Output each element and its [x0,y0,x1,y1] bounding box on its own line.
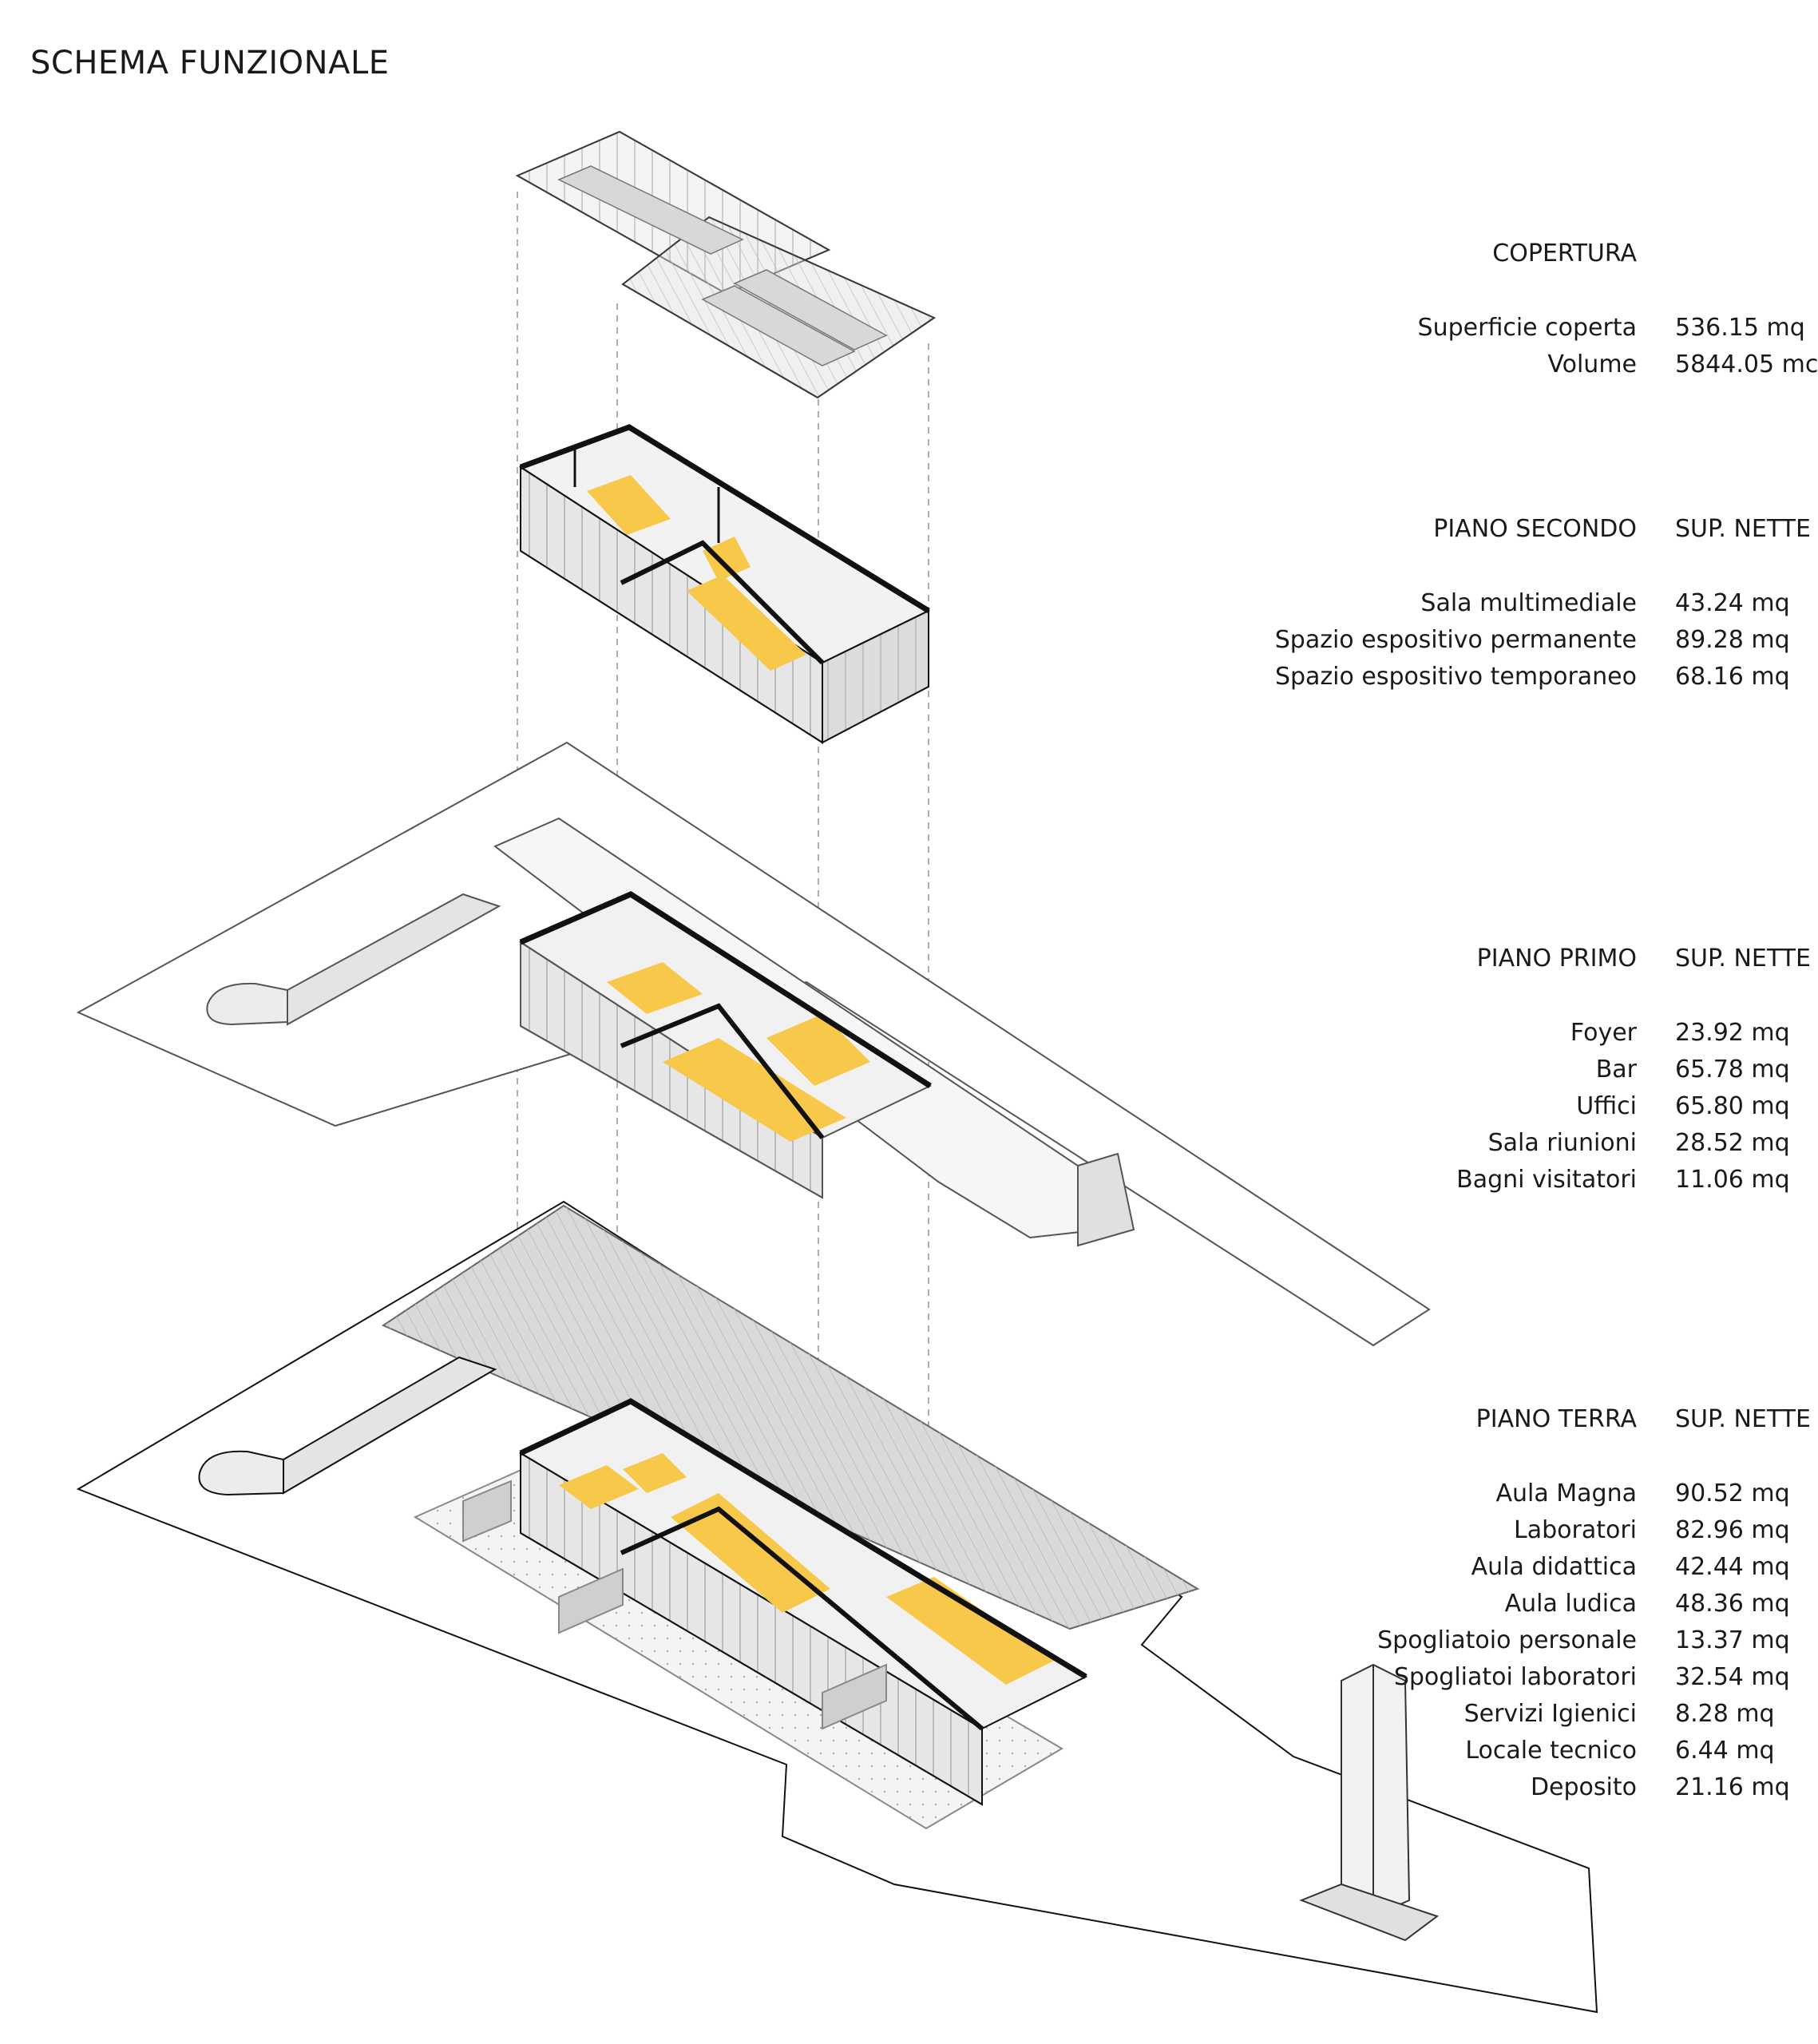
table-row: Aula Magna [1495,1480,1638,1507]
table-row: Sala riunioni [1487,1129,1637,1157]
table-row: Spazio espositivo temporaneo [1274,663,1637,691]
table-row: Uffici [1576,1092,1637,1120]
ground-floor-level [76,1200,1598,2014]
table-row: Sala multimediale [1420,589,1637,617]
table-row: Deposito [1530,1773,1637,1801]
table-value: 13.37 mq [1675,1626,1790,1654]
table-value: 89.28 mq [1675,626,1790,654]
section-header-copertura: COPERTURA [1492,240,1637,267]
table-row: Bar [1595,1056,1637,1083]
table-value: 32.54 mq [1675,1663,1790,1691]
table-row: Superficie coperta [1417,314,1637,342]
table-row: Foyer [1570,1019,1637,1047]
first-floor-level [76,741,1431,1347]
table-row: Laboratori [1514,1516,1637,1544]
table-value: 23.92 mq [1675,1019,1790,1047]
table-row: Locale tecnico [1465,1737,1637,1765]
table-value: 82.96 mq [1675,1516,1790,1544]
table-row: Spogliatoi laboratori [1393,1663,1637,1691]
page-title: SCHEMA FUNZIONALE [30,45,390,81]
table-value: 21.16 mq [1675,1773,1790,1801]
table-value: 42.44 mq [1675,1553,1790,1581]
table-value: 536.15 mq [1675,314,1805,342]
table-row: Bagni visitatori [1456,1166,1637,1194]
section-header-piano-primo: PIANO PRIMO [1476,945,1637,972]
table-row: Aula didattica [1471,1553,1637,1581]
table-row: Aula ludica [1504,1590,1637,1618]
table-row: Volume [1547,351,1637,378]
table-value: 48.36 mq [1675,1590,1790,1618]
table-value: 65.78 mq [1675,1056,1790,1083]
table-value: 90.52 mq [1675,1480,1790,1507]
table-value: 68.16 mq [1675,663,1790,691]
section-header-piano-terra: PIANO TERRA [1475,1405,1637,1433]
section-header-piano-secondo: PIANO SECONDO [1433,515,1637,543]
table-value: 8.28 mq [1675,1700,1775,1728]
table-value: 5844.05 mc [1675,351,1818,378]
obelisk-tower [1299,1663,1440,1942]
table-value: 6.44 mq [1675,1737,1775,1765]
table-value: 11.06 mq [1675,1166,1790,1194]
table-row: Spazio espositivo permanente [1274,626,1637,654]
table-row: Spogliatoio personale [1377,1626,1637,1654]
section-column-piano-terra: SUP. NETTE [1675,1405,1811,1433]
section-column-piano-primo: SUP. NETTE [1675,945,1811,972]
table-row: Servizi Igienici [1464,1700,1637,1728]
roof-level [515,130,937,399]
table-value: 43.24 mq [1675,589,1790,617]
table-value: 28.52 mq [1675,1129,1790,1157]
second-floor-level [518,424,931,744]
section-column-piano-secondo: SUP. NETTE [1675,515,1811,543]
table-value: 65.80 mq [1675,1092,1790,1120]
